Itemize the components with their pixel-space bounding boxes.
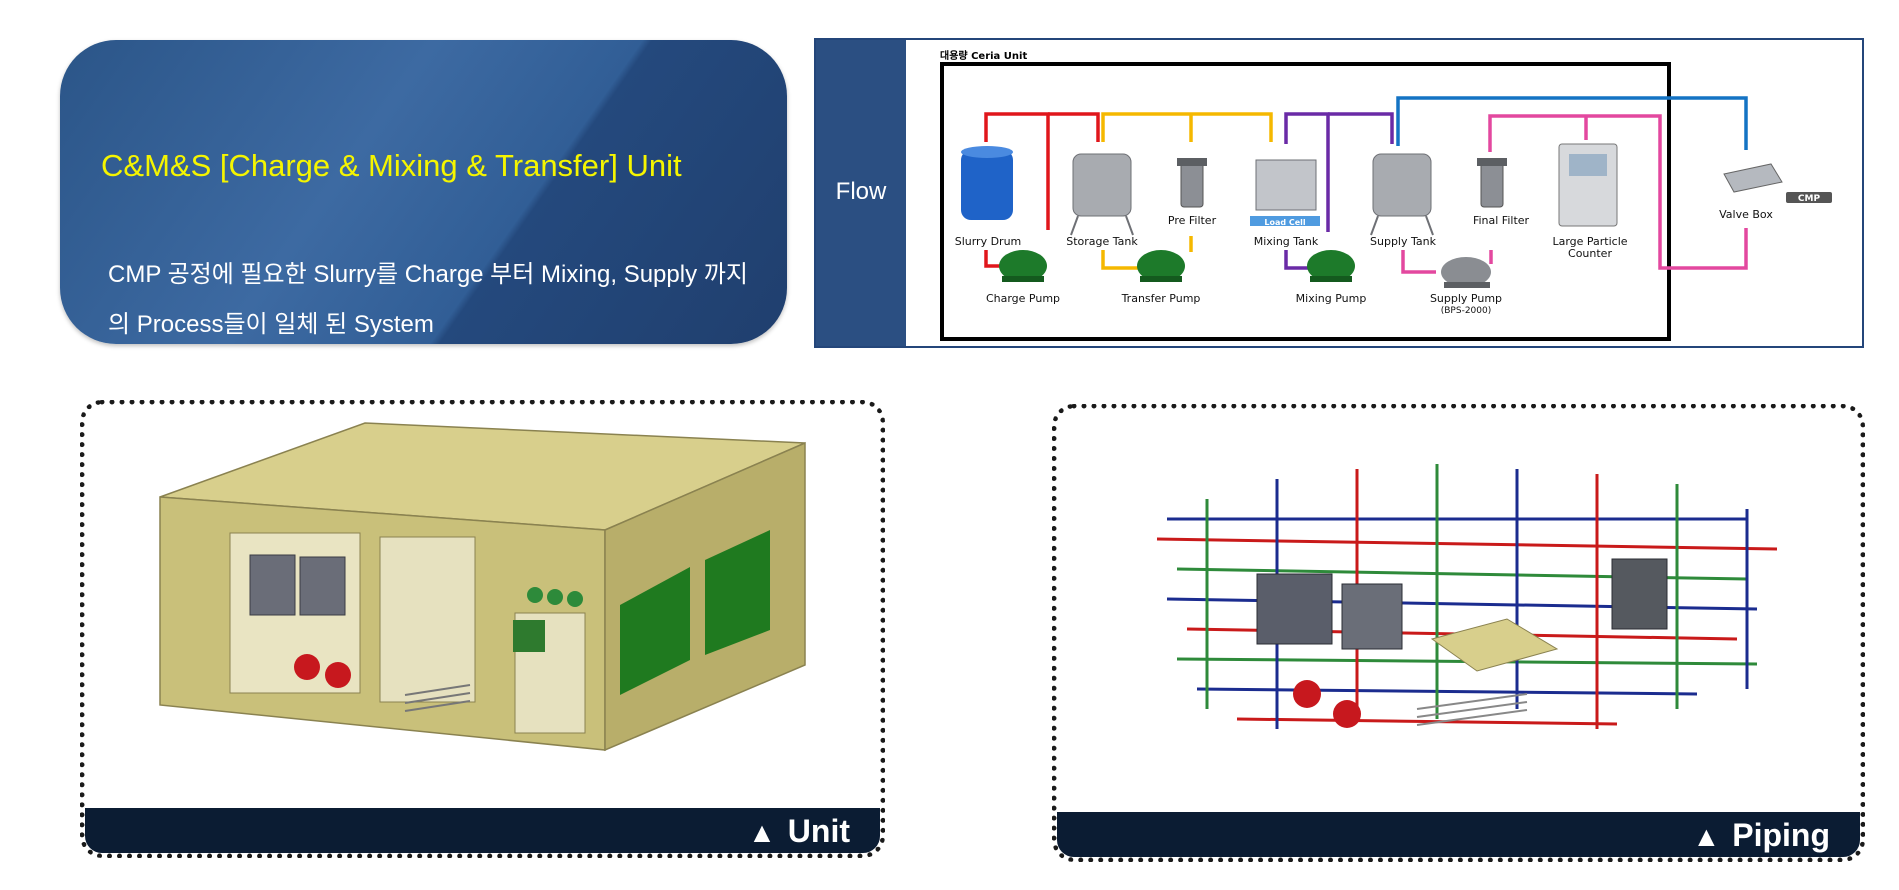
unit-title: C&M&S [Charge & Mixing & Transfer] Unit [101, 148, 682, 183]
unit-caption-bar: ▲ Unit [85, 808, 880, 853]
supply-line [1401, 114, 1748, 274]
intro-card: C&M&S [Charge & Mixing & Transfer] Unit … [60, 40, 787, 344]
label-mixing-pump: Mixing Pump [1296, 292, 1367, 305]
label-storage-tank: Storage Tank [1066, 235, 1138, 248]
label-final-filter: Final Filter [1473, 214, 1530, 227]
piping-render [1156, 464, 1778, 729]
label-load-cell: Load Cell [1264, 218, 1306, 227]
unit-view-card: ▲ Unit [80, 400, 885, 858]
charge-line [984, 112, 1100, 268]
unit-render [159, 422, 806, 752]
final-filter-icon [1477, 158, 1507, 208]
piping-caption-bar: ▲ Piping [1057, 812, 1860, 857]
label-large-particle-counter-1: Large Particle [1552, 235, 1627, 248]
charge-pump-icon [999, 250, 1047, 282]
label-slurry-drum: Slurry Drum [955, 235, 1022, 248]
mixing-tank-icon [1250, 159, 1320, 226]
valve-box-icon [1723, 163, 1832, 203]
transfer-pump-icon [1137, 250, 1185, 282]
label-supply-pump: Supply Pump [1430, 292, 1502, 305]
piping-caption: ▲ Piping [1692, 814, 1830, 857]
flow-panel: Flow 대용량 Ceria Unit [814, 38, 1864, 348]
flow-diagram: 대용량 Ceria Unit [940, 49, 1832, 341]
flow-label: Flow [835, 178, 887, 205]
triangle-up-icon: ▲ [1692, 821, 1721, 852]
mixing-pump-icon [1307, 250, 1355, 282]
label-supply-pump-model: (BPS-2000) [1441, 306, 1492, 316]
piping-caption-label: Piping [1732, 817, 1830, 853]
flow-unit-title: 대용량 Ceria Unit [940, 49, 1027, 62]
label-transfer-pump: Transfer Pump [1121, 292, 1201, 305]
label-mixing-tank: Mixing Tank [1254, 235, 1319, 248]
mixing-line [1284, 112, 1394, 270]
large-particle-counter-icon [1558, 143, 1618, 227]
label-supply-tank: Supply Tank [1370, 235, 1437, 248]
flow-label-column: Flow [816, 40, 906, 346]
label-pre-filter: Pre Filter [1168, 214, 1217, 227]
label-large-particle-counter-2: Counter [1568, 247, 1612, 260]
supply-tank-icon [1370, 153, 1434, 236]
label-valve-box: Valve Box [1719, 208, 1773, 221]
pre-filter-icon [1177, 158, 1207, 208]
unit-description: CMP 공정에 필요한 Slurry를 Charge 부터 Mixing, Su… [108, 261, 748, 338]
label-cmp: CMP [1798, 194, 1821, 204]
piping-view-card: ▲ Piping [1052, 404, 1865, 862]
load-cell-plate [1250, 216, 1320, 226]
slurry-drum-icon [961, 146, 1013, 220]
storage-tank-icon [1070, 153, 1134, 236]
unit-caption: ▲ Unit [748, 810, 850, 853]
transfer-line [1101, 112, 1273, 270]
triangle-up-icon: ▲ [748, 817, 776, 848]
unit-caption-label: Unit [787, 813, 850, 849]
supply-pump-icon [1441, 257, 1491, 288]
return-line [1396, 96, 1748, 150]
unit-boundary [940, 62, 1671, 341]
label-charge-pump: Charge Pump [986, 292, 1060, 305]
